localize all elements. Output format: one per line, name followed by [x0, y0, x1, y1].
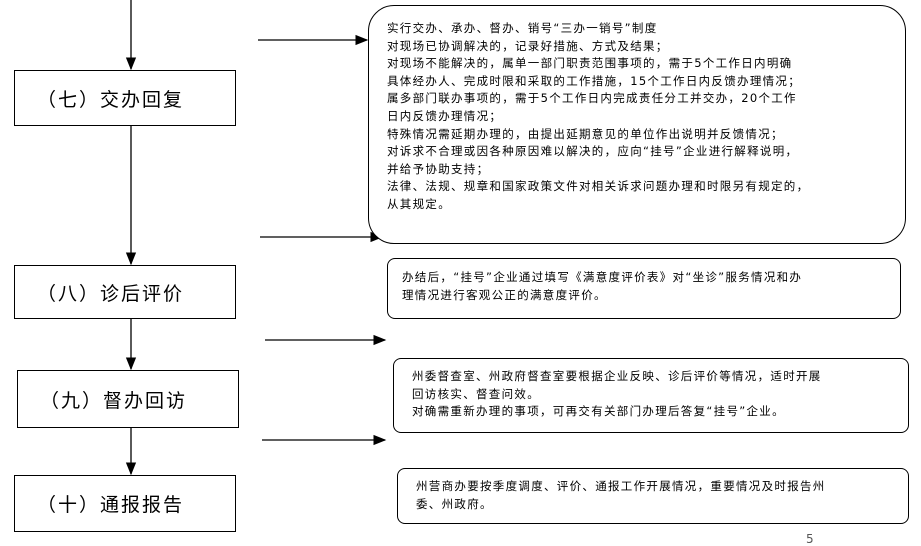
step-label: （九）督办回访: [40, 389, 188, 412]
note-line: 对现场已协调解决的，记录好措施、方式及结果；: [387, 38, 669, 53]
note-line: 实行交办、承办、督办、销号“三办一销号”制度: [387, 21, 658, 35]
note-line: 对现场不能解决的，属单一部门职责范围事项的，需于5个工作日内明确: [387, 56, 793, 71]
note-evaluation: 办结后，“挂号”企业通过填写《满意度评价表》对“坐诊”服务情况和办理情况进行客观…: [387, 258, 901, 319]
step-label: （十）通报报告: [37, 494, 185, 516]
note-line: 属多部门联办事项的，需于5个工作日内完成责任分工并交办，20个工作: [387, 91, 797, 106]
step-label: （七）交办回复: [37, 88, 185, 111]
note-line: 回访核实、督查问效。: [412, 386, 540, 401]
step-report: （十）通报报告: [14, 475, 236, 532]
note-line: 具体经办人、完成时限和采取的工作措施，15个工作日内反馈办理情况；: [387, 73, 802, 88]
note-line: 委、州政府。: [416, 496, 493, 511]
step-evaluation: （八）诊后评价: [14, 265, 236, 319]
note-line: 特殊情况需延期办理的，由提出延期意见的单位作出说明并反馈情况；: [387, 126, 784, 141]
note-line: 办结后，“挂号”企业通过填写《满意度评价表》对“坐诊”服务情况和办: [402, 270, 803, 284]
note-line: 并给予协助支持；: [387, 161, 490, 176]
note-revisit: 州委督查室、州政府督查室要根据企业反映、诊后评价等情况，适时开展回访核实、督查问…: [393, 358, 909, 433]
step-reply: （七）交办回复: [14, 70, 236, 126]
note-line: 法律、法规、规章和国家政策文件对相关诉求问题办理和时限另有规定的，: [387, 179, 810, 194]
note-line: 对确需重新办理的事项，可再交有关部门办理后答复“挂号”企业。: [412, 404, 785, 419]
note-line: 日内反馈办理情况；: [387, 108, 503, 123]
note-line: 州营商办要按季度调度、评价、通报工作开展情况，重要情况及时报告州: [416, 479, 826, 493]
note-report: 州营商办要按季度调度、评价、通报工作开展情况，重要情况及时报告州委、州政府。: [397, 468, 909, 524]
note-line: 州委督查室、州政府督查室要根据企业反映、诊后评价等情况，适时开展: [412, 369, 822, 383]
page-number: 5: [806, 532, 814, 546]
note-reply: 实行交办、承办、督办、销号“三办一销号”制度对现场已协调解决的，记录好措施、方式…: [368, 5, 906, 244]
step-revisit: （九）督办回访: [17, 370, 239, 428]
note-line: 对诉求不合理或因各种原因难以解决的，应向“挂号”企业进行解释说明，: [387, 144, 799, 159]
step-label: （八）诊后评价: [37, 282, 185, 305]
note-line: 从其规定。: [387, 196, 451, 211]
note-line: 理情况进行客观公正的满意度评价。: [402, 287, 607, 302]
